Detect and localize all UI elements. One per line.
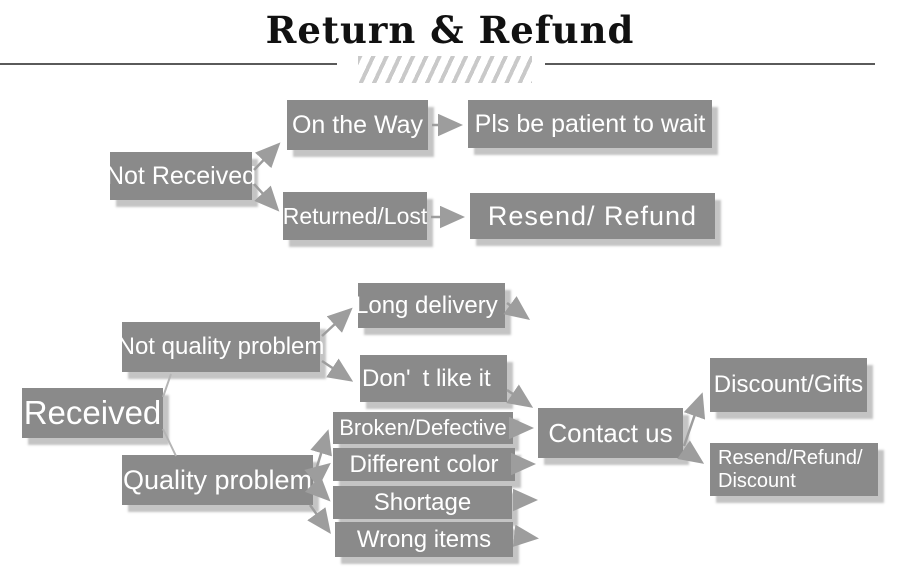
- divider-line-left: [0, 63, 337, 65]
- arrow-quality-to-different: [304, 462, 331, 488]
- flow-node-quality-problem: Quality problem: [122, 455, 313, 505]
- flow-node-shortage: Shortage: [333, 486, 512, 519]
- flow-node-discount-gifts: Discount/Gifts: [710, 358, 867, 412]
- flow-node-resend-refund-discount: Resend/Refund/ Discount: [710, 443, 878, 496]
- arrow-quality-to-shortage: [304, 475, 331, 502]
- arrow-dont-like-to-contact: [506, 384, 534, 408]
- flow-node-different-color: Different color: [333, 448, 515, 481]
- arrow-contact-to-resend-discount: [677, 440, 705, 464]
- flow-node-not-quality-problem: Not quality problem: [118, 322, 324, 372]
- arrow-quality-to-broken: [310, 429, 332, 471]
- arrow-not-quality-to-long-delivery: [321, 307, 353, 337]
- flow-node-contact-us: Contact us: [538, 408, 683, 458]
- arrow-not-quality-to-dont-like: [321, 358, 354, 382]
- flow-node-on-the-way: On the Way: [287, 100, 428, 150]
- arrow-long-delivery-out: [503, 296, 531, 320]
- divider-line-right: [545, 63, 875, 65]
- arrow-wrong-out: [512, 524, 539, 547]
- arrow-quality-to-wrong: [307, 504, 331, 535]
- flow-node-broken-defective: Broken/Defective: [333, 412, 513, 444]
- arrow-contact-to-discount-gifts: [682, 392, 706, 447]
- flow-node-dont-like-it: Don' t like it: [360, 355, 507, 402]
- flow-node-not-received: Not Received: [106, 152, 256, 200]
- hatch-decoration: [358, 56, 532, 83]
- flow-node-long-delivery: Long delivery: [355, 283, 505, 328]
- flow-node-pls-be-patient: Pls be patient to wait: [468, 100, 712, 148]
- flow-node-wrong-items: Wrong items: [335, 522, 513, 557]
- flow-node-returned-lost: Returned/Lost: [283, 192, 427, 240]
- page-title: Return & Refund: [265, 8, 635, 52]
- arrow-not-received-to-on-the-way: [253, 142, 281, 171]
- line-received-to-not-quality: [162, 373, 172, 398]
- flow-node-resend-refund: Resend/ Refund: [470, 193, 715, 239]
- flow-node-received: Received: [22, 388, 163, 438]
- line-received-to-quality: [162, 428, 177, 457]
- arrow-not-received-to-returned-lost: [253, 183, 280, 212]
